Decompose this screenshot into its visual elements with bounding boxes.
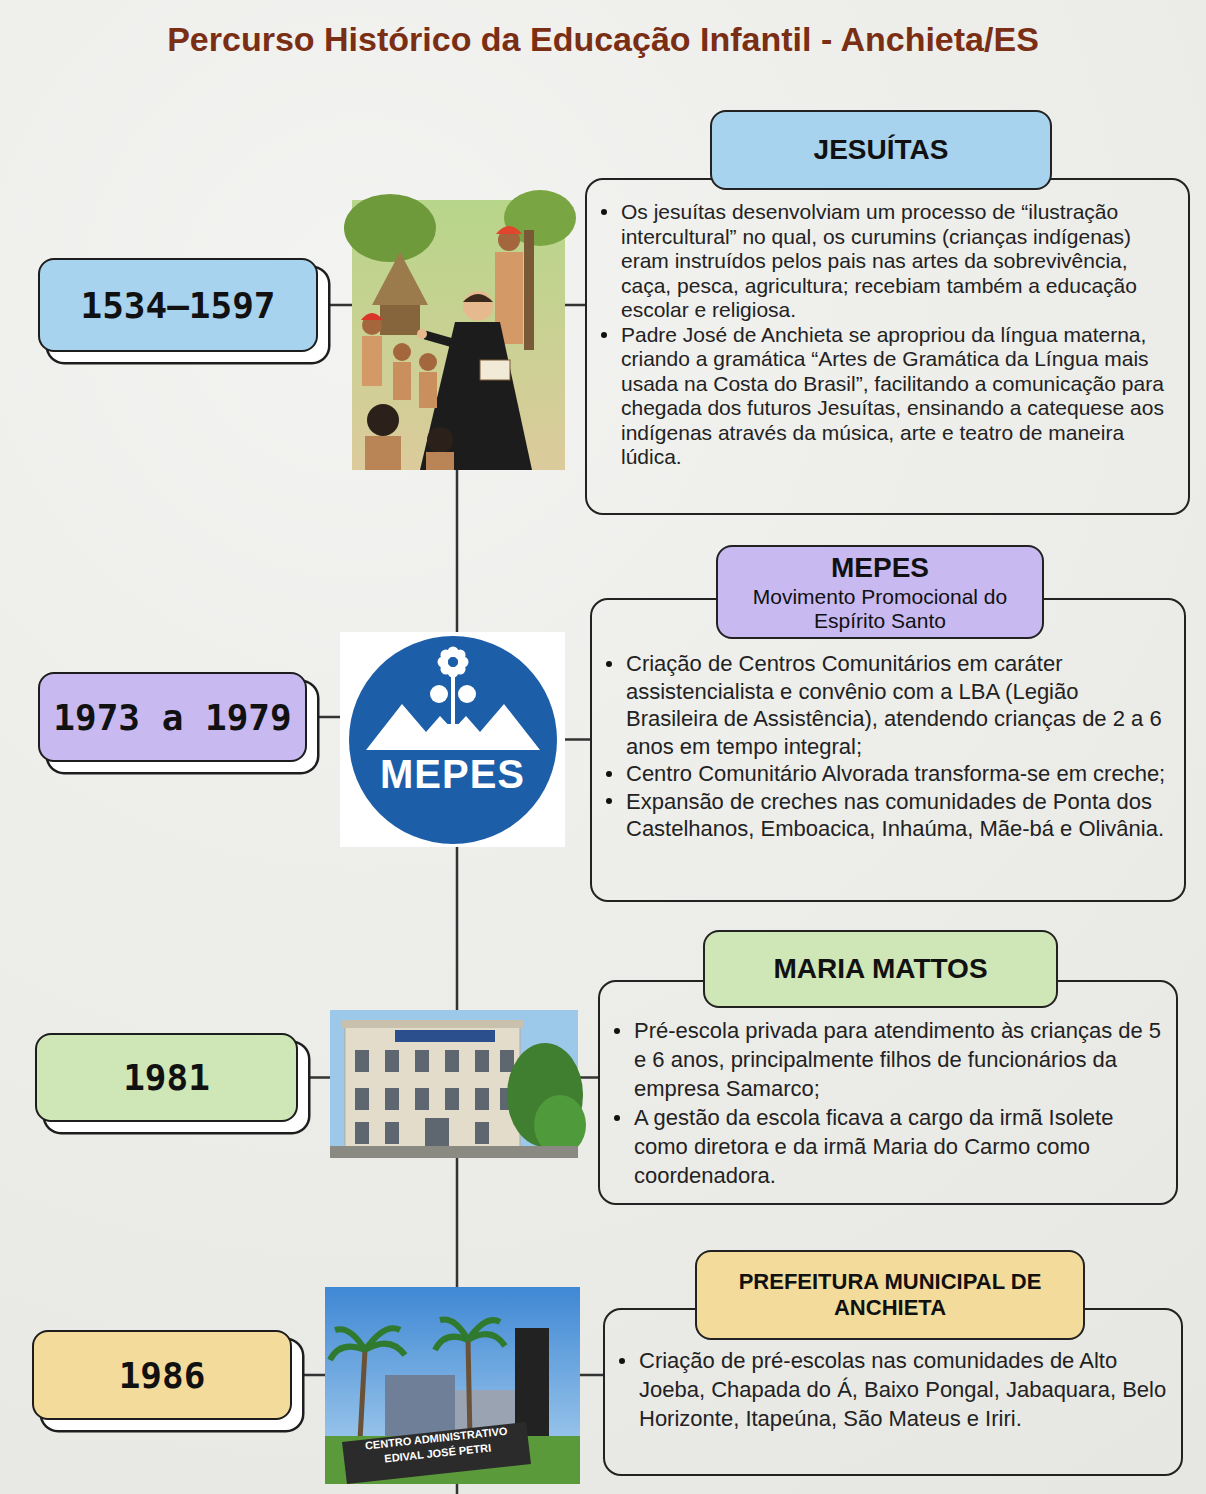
bullet-row: Centro Comunitário Alvorada transforma-s… [606,760,1170,788]
heading-box: PREFEITURA MUNICIPAL DE ANCHIETA [695,1250,1085,1340]
year-box: 1986 [32,1330,292,1420]
year-label: 1981 [123,1057,210,1098]
bullet-dot [601,209,607,215]
heading-text: MARIA MATTOS [773,952,987,986]
bullet-text: Criação de pré-escolas nas comunidades d… [639,1346,1167,1433]
logo-graphic [340,632,565,847]
bullet-dot [606,798,612,804]
school-photo [330,1010,586,1158]
content-box: Os jesuítas desenvolviam um processo de … [585,178,1190,515]
bullet-row: Pré-escola privada para atendimento às c… [614,1016,1162,1103]
bullet-text: Centro Comunitário Alvorada transforma-s… [626,760,1170,788]
connector-line [307,716,340,719]
bullet-dot [614,1115,620,1121]
year-label: 1986 [119,1355,206,1396]
bullet-text: Criação de Centros Comunitários em carát… [626,650,1170,760]
bullet-row: Padre José de Anchieta se apropriou da l… [601,323,1174,470]
bullet-text: Padre José de Anchieta se apropriou da l… [621,323,1174,470]
bullet-dot [606,661,612,667]
bullet-row: Expansão de creches nas comunidades de P… [606,788,1170,843]
heading-box: MARIA MATTOS [703,930,1058,1008]
heading-text: JESUÍTAS [814,133,949,167]
year-box: 1973 a 1979 [38,672,307,762]
heading-text: MEPES [831,551,929,585]
city-hall-photo [325,1287,580,1484]
heading-text: PREFEITURA MUNICIPAL DE ANCHIETA [709,1269,1071,1322]
logo-circle: MEPES [340,632,565,847]
jesuit-illustration [344,190,576,470]
year-box: 1534–1597 [38,258,318,352]
logo-text: MEPES [340,754,565,794]
connector-line [565,738,590,741]
bullet-dot [606,771,612,777]
bullet-row: Criação de pré-escolas nas comunidades d… [619,1346,1167,1433]
bullet-text: Pré-escola privada para atendimento às c… [634,1016,1162,1103]
bullet-text: A gestão da escola ficava a cargo da irm… [634,1103,1162,1190]
heading-box: JESUÍTAS [710,110,1052,190]
year-label: 1534–1597 [80,285,275,326]
bullet-dot [619,1358,625,1364]
content-box: Criação de Centros Comunitários em carát… [590,598,1186,902]
bullet-row: Criação de Centros Comunitários em carát… [606,650,1170,760]
subheading-text: Movimento Promocional do Espírito Santo [730,585,1030,633]
bullet-text: Os jesuítas desenvolviam um processo de … [621,200,1174,323]
bullet-dot [614,1028,620,1034]
bullet-row: A gestão da escola ficava a cargo da irm… [614,1103,1162,1190]
title: Percurso Histórico da Educação Infantil … [0,20,1206,59]
bullet-text: Expansão de creches nas comunidades de P… [626,788,1170,843]
content-box: Pré-escola privada para atendimento às c… [598,980,1178,1205]
year-label: 1973 a 1979 [53,697,291,738]
year-box: 1981 [35,1033,298,1122]
bullet-row: Os jesuítas desenvolviam um processo de … [601,200,1174,323]
heading-box: MEPESMovimento Promocional do Espírito S… [716,545,1044,639]
bullet-dot [601,332,607,338]
